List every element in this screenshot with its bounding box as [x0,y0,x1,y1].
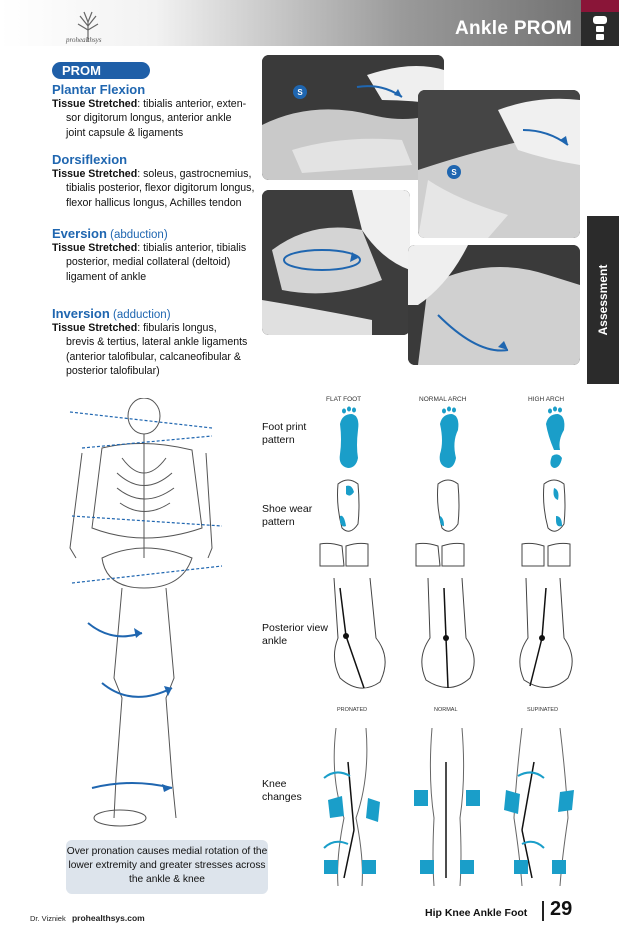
stabilize-marker: S [451,168,457,177]
col-flat-foot: FLAT FOOT [326,396,362,403]
eversion-photo [262,190,410,335]
shoe-heels-row [319,542,571,567]
prom-label: PROM [52,62,150,79]
shoewear-row [337,479,566,532]
plantar-flexion-title: Plantar Flexion [52,82,146,97]
dorsiflexion-body: Tissue Stretched: soleus, gastrocnemius,… [52,168,255,209]
plantar-flexion-photo: S [262,55,444,180]
spine-icon [593,16,607,40]
page-title: Ankle PROM [455,18,573,39]
header-bar [0,0,619,46]
pronation-caption: Over pronation causes medial rotation of… [66,840,268,894]
dorsiflexion-photo: S [418,90,580,238]
page-number: 29 [550,898,573,920]
dorsiflexion-title: Dorsiflexion [52,152,128,167]
skeleton-diagram [69,398,223,827]
header-tab-accent [581,0,619,12]
eversion-body: Tissue Stretched: tibialis anterior, tib… [52,242,247,283]
footprint-row [339,406,565,468]
assessment-tab [587,216,619,384]
plantar-flexion-body: Tissue Stretched: tibialis anterior, ext… [52,98,247,139]
col-pronated: PRONATED [337,707,368,713]
inversion-photo [408,245,580,365]
stabilize-marker: S [297,88,303,97]
col-normal: NORMAL [434,707,458,713]
inversion-body: Tissue Stretched: fibularis longus, brev… [52,322,248,377]
col-supinated: SUPINATED [527,707,559,713]
footer-credit: Dr. Vizniek prohealthsys.com [30,913,145,923]
tree-logo-icon [77,11,99,42]
footer-divider [542,901,544,921]
footer-book-title: Hip Knee Ankle Foot [425,907,528,919]
assessment-tab-label: Assessment [596,264,610,336]
inversion-title: Inversion (adduction) [52,306,171,321]
knee-changes-row [323,727,574,887]
eversion-title: Eversion (abduction) [52,226,168,241]
col-high-arch: HIGH ARCH [528,396,565,403]
col-normal-arch: NORMAL ARCH [419,396,467,403]
logo-text: prohealthsys [66,36,102,44]
posterior-ankle-row [333,578,573,689]
